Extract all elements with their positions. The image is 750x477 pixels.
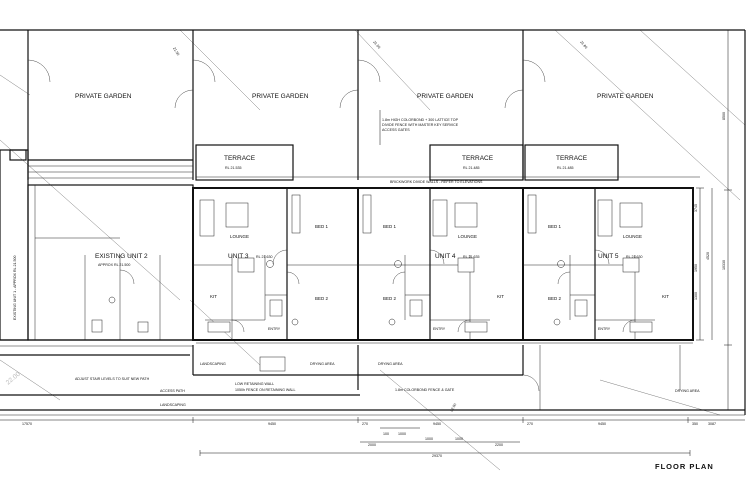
room-label-bed-1: BED 1: [548, 224, 562, 229]
room-label-bed-1: BED 1: [383, 224, 397, 229]
terrace-label: TERRACE: [224, 155, 256, 162]
room-label-kit: KIT: [210, 294, 217, 299]
contour-label: 21.50: [172, 47, 180, 57]
landscaping-label: LANDSCAPING: [200, 362, 226, 366]
drying-area-label: DRYING AREA: [378, 362, 403, 366]
access-path-label: ACCESS PATH: [160, 389, 185, 393]
brickwork-note: BRICKWORK DIVIDE WALLS - REFER TO ELEVAT…: [390, 180, 483, 184]
dimension-label: 9450: [268, 422, 276, 426]
front-yard: [0, 345, 745, 416]
dimension-label: 350: [692, 422, 698, 426]
dimension-label: 3745: [694, 204, 698, 212]
room-label-bed-1: BED 1: [315, 224, 329, 229]
dimension-label: 270: [362, 422, 368, 426]
unit-marker: [557, 260, 565, 268]
right-dimensions: [696, 30, 732, 410]
dimension-label: 9450: [598, 422, 606, 426]
colorbond-fence-gate-label: 1.8m COLORBOND FENCE & GATE: [395, 388, 455, 392]
dimension-label: 9450: [433, 422, 441, 426]
room-label-bed-2: BED 2: [315, 296, 329, 301]
adjust-stair-label: ADJUST STAIR LEVELS TO SUIT NEW PATH: [75, 377, 150, 381]
dimension-label: 270: [527, 422, 533, 426]
room-label-lounge: LOUNGE: [458, 234, 477, 239]
dimension-label: 10330: [722, 260, 726, 270]
existing-unit-1-label: EXISTING UNIT 1 - APPROX RL 21.500: [13, 255, 17, 320]
room-label-bed-2: BED 2: [548, 296, 562, 301]
unit-marker: [266, 260, 274, 268]
room-label-kit: KIT: [662, 294, 669, 299]
bottom-dimensions: [0, 417, 745, 456]
terrace-rl: RL 21.485: [557, 166, 573, 170]
private-garden-label: PRIVATE GARDEN: [252, 93, 309, 100]
unit-3-rl: RL 21.630: [256, 255, 272, 259]
unit-5-rl: RL 21.630: [626, 255, 642, 259]
unit-4-rl: RL 21.635: [463, 255, 479, 259]
drying-area-label: DRYING AREA: [310, 362, 335, 366]
drying-area-label: DRYING AREA: [675, 389, 700, 393]
room-label-kit: KIT: [497, 294, 504, 299]
room-label-lounge: LOUNGE: [230, 234, 249, 239]
private-garden-label: PRIVATE GARDEN: [597, 93, 654, 100]
terrace-label: TERRACE: [462, 155, 494, 162]
room-label-lounge: LOUNGE: [623, 234, 642, 239]
dimension-label: 3087: [708, 422, 716, 426]
room-label-entry: ENTRY: [433, 327, 446, 331]
existing-unit-2-rl: APPROX RL 21.500: [98, 263, 130, 267]
unit-5-interior: [523, 188, 655, 340]
unit-3-label: UNIT 3: [228, 253, 249, 260]
dimension-label: 29370: [432, 454, 442, 458]
dimension-label: 1000: [455, 437, 463, 441]
dimension-label: 4520: [706, 252, 710, 260]
unit-3-interior: [193, 188, 358, 340]
room-label-bed-2: BED 2: [383, 296, 397, 301]
existing-unit-2-label: EXISTING UNIT 2: [95, 253, 148, 260]
dimension-label: 8500: [722, 112, 726, 120]
terraces: [195, 144, 700, 181]
room-label-entry: ENTRY: [598, 327, 611, 331]
contour-label: 21.50: [372, 40, 381, 49]
terrace-label: TERRACE: [556, 155, 588, 162]
dimension-label: 2000: [368, 443, 376, 447]
room-label-entry: ENTRY: [268, 327, 281, 331]
contour-label: 21.60: [579, 40, 588, 49]
low-retaining-wall-label: LOW RETAINING WALL: [235, 382, 274, 386]
private-garden-label: PRIVATE GARDEN: [417, 93, 474, 100]
dimension-label: 1950: [694, 264, 698, 272]
terrace-rl: RL 21.485: [463, 166, 479, 170]
existing-building: [0, 149, 194, 347]
dimension-label: 1000: [425, 437, 433, 441]
dimension-label: 2200: [495, 443, 503, 447]
landscaping-label-bottom: LANDSCAPING: [160, 403, 186, 407]
terrace-rl: RL 21.535: [225, 166, 241, 170]
fence-note: 1.8m HIGH COLORBOND + 300 LATTICE TOP DI…: [382, 118, 459, 132]
floor-plan-title: FLOOR PLAN: [655, 462, 714, 471]
new-units-building: [192, 187, 694, 344]
contour-label: 22.00: [449, 403, 457, 413]
dimension-label: 1000: [398, 432, 406, 436]
unit-marker: [394, 260, 402, 268]
dimension-label: 1300: [694, 292, 698, 300]
dimension-label: 100: [383, 432, 389, 436]
fence-on-retaining-wall-label: 1050h FENCE ON RETAINING WALL: [235, 388, 296, 392]
unit-5-label: UNIT 5: [598, 253, 619, 260]
unit-4-label: UNIT 4: [435, 253, 456, 260]
private-garden-label: PRIVATE GARDEN: [75, 93, 132, 100]
unit-4-interior: [358, 188, 490, 340]
dimension-label: 17570: [22, 422, 32, 426]
